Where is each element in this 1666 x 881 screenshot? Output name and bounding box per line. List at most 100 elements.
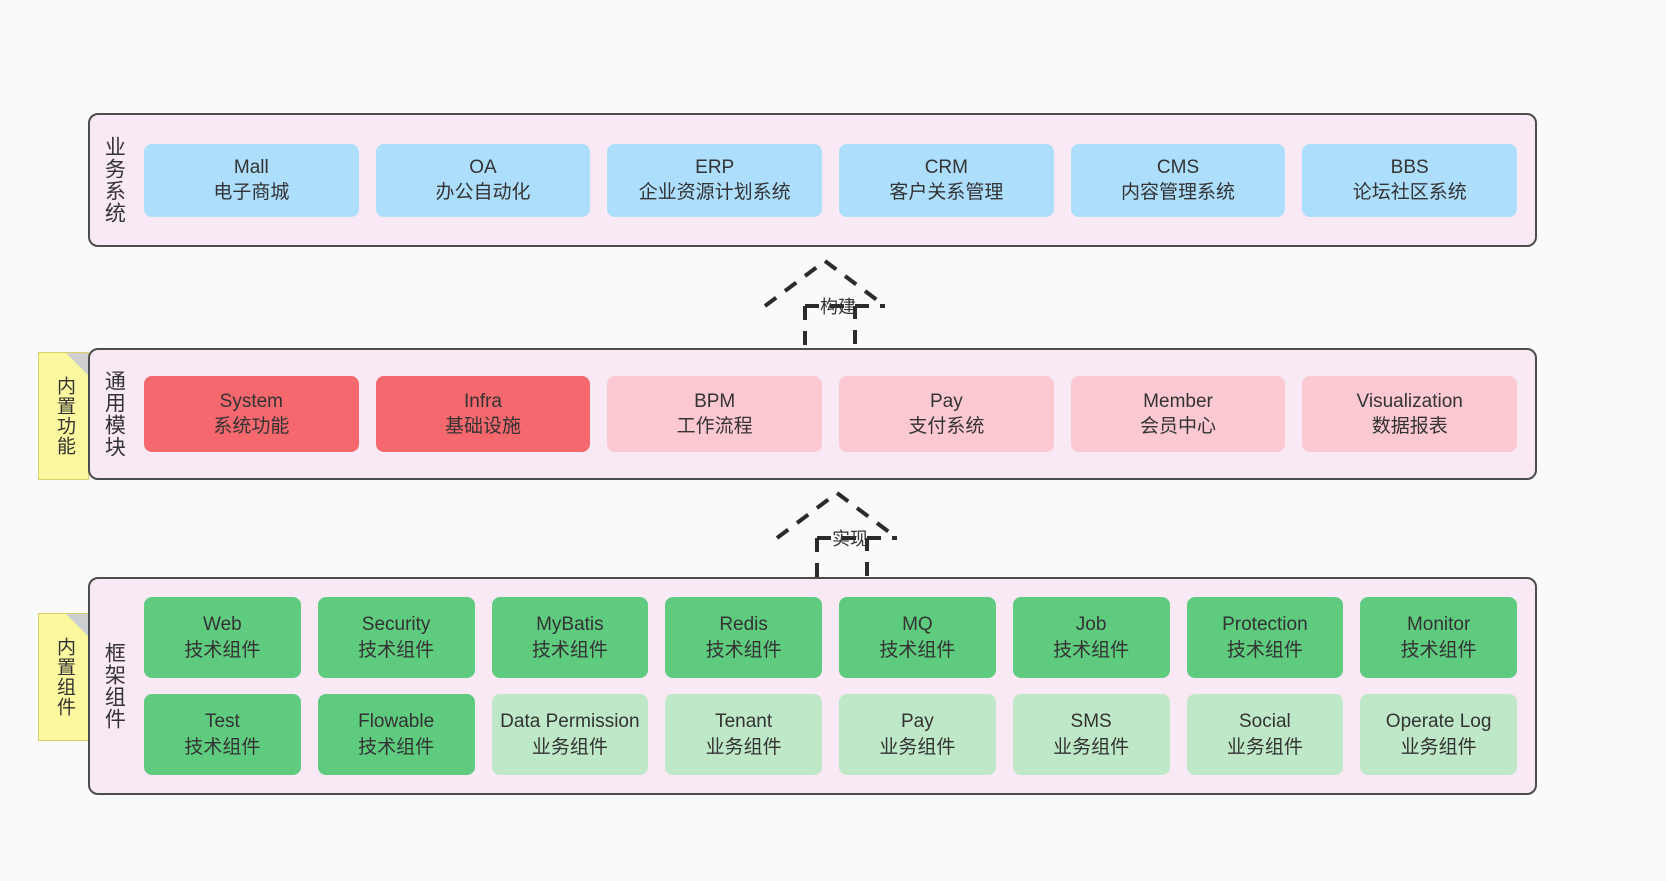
card-subtitle: 技术组件 <box>531 639 608 661</box>
card-protection[interactable]: Protection 技术组件 <box>1186 597 1344 678</box>
card-title: Web <box>203 614 242 636</box>
note-fold-corner-icon <box>66 353 88 375</box>
card-title: MyBatis <box>536 614 604 636</box>
card-subtitle: 业务组件 <box>1400 736 1477 758</box>
card-title: Pay <box>901 711 934 733</box>
card-bpm[interactable]: BPM 工作流程 <box>607 376 823 452</box>
card-title: Test <box>204 711 240 733</box>
card-pay[interactable]: Pay 支付系统 <box>839 376 1054 452</box>
card-row-technical: Web 技术组件 Security 技术组件 MyBatis 技术组件 Redi… <box>144 597 1517 678</box>
card-sms[interactable]: SMS 业务组件 <box>1012 694 1170 775</box>
card-cms[interactable]: CMS 内容管理系统 <box>1070 143 1286 217</box>
layer-business-systems: 业务系统 Mall 电子商城 OA 办公自动化 ERP 企业资源计划系统 CRM… <box>88 113 1537 247</box>
layer-common-modules: 通用模块 System 系统功能 Infra 基础设施 BPM 工作流程 Pay… <box>88 348 1537 480</box>
note-builtin-components: 内置组件 <box>38 613 89 741</box>
card-subtitle: 业务组件 <box>1053 736 1130 758</box>
card-operate-log[interactable]: Operate Log 业务组件 <box>1360 694 1517 775</box>
card-subtitle: 技术组件 <box>184 736 261 758</box>
layer-title-framework: 框架组件 <box>102 642 126 730</box>
card-title: Security <box>361 614 431 636</box>
card-title: Flowable <box>358 711 435 733</box>
card-data-permission[interactable]: Data Permission 业务组件 <box>491 694 649 775</box>
card-title: BPM <box>694 390 736 412</box>
card-title: CMS <box>1156 156 1200 178</box>
generalization-arrow-icon <box>763 258 887 352</box>
card-row: Mall 电子商城 OA 办公自动化 ERP 企业资源计划系统 CRM 客户关系… <box>144 143 1518 217</box>
card-subtitle: 技术组件 <box>1400 639 1477 661</box>
card-crm[interactable]: CRM 客户关系管理 <box>839 143 1054 217</box>
card-social[interactable]: Social 业务组件 <box>1186 694 1344 775</box>
card-subtitle: 论坛社区系统 <box>1352 182 1467 203</box>
card-title: Pay <box>929 390 963 412</box>
card-title: Operate Log <box>1385 711 1492 733</box>
card-subtitle: 业务组件 <box>705 736 782 758</box>
card-visualization[interactable]: Visualization 数据报表 <box>1302 376 1518 452</box>
card-title: Redis <box>719 614 768 636</box>
card-title: Mall <box>233 156 269 178</box>
card-title: Visualization <box>1356 390 1463 412</box>
card-infra[interactable]: Infra 基础设施 <box>375 376 591 452</box>
layer-title-common: 通用模块 <box>102 370 126 458</box>
card-mall[interactable]: Mall 电子商城 <box>144 143 359 217</box>
layer-title-business: 业务系统 <box>102 136 126 224</box>
card-erp[interactable]: ERP 企业资源计划系统 <box>607 143 823 217</box>
card-security[interactable]: Security 技术组件 <box>317 597 475 678</box>
layer-framework-components: 框架组件 Web 技术组件 Security 技术组件 MyBatis 技术组件… <box>88 577 1537 795</box>
card-title: CRM <box>924 156 968 178</box>
card-subtitle: 基础设施 <box>445 416 522 437</box>
card-subtitle: 业务组件 <box>1226 736 1303 758</box>
layer-body-business: Mall 电子商城 OA 办公自动化 ERP 企业资源计划系统 CRM 客户关系… <box>136 115 1535 245</box>
card-bbs[interactable]: BBS 论坛社区系统 <box>1302 143 1518 217</box>
card-mq[interactable]: MQ 技术组件 <box>839 597 996 678</box>
card-subtitle: 支付系统 <box>908 416 985 437</box>
layer-body-common: System 系统功能 Infra 基础设施 BPM 工作流程 Pay 支付系统… <box>136 350 1535 478</box>
card-pay-component[interactable]: Pay 业务组件 <box>839 694 996 775</box>
card-title: Social <box>1239 711 1291 733</box>
card-title: Protection <box>1222 614 1308 636</box>
card-subtitle: 内容管理系统 <box>1121 182 1236 203</box>
card-title: System <box>219 390 284 412</box>
card-job[interactable]: Job 技术组件 <box>1012 597 1170 678</box>
card-title: OA <box>469 156 497 178</box>
card-row-business: Test 技术组件 Flowable 技术组件 Data Permission … <box>144 694 1517 775</box>
card-mybatis[interactable]: MyBatis 技术组件 <box>491 597 649 678</box>
card-title: ERP <box>695 156 735 178</box>
note-builtin-features: 内置功能 <box>38 352 89 480</box>
card-redis[interactable]: Redis 技术组件 <box>665 597 822 678</box>
card-title: BBS <box>1390 156 1429 178</box>
card-web[interactable]: Web 技术组件 <box>144 597 301 678</box>
note-label: 内置功能 <box>53 376 75 456</box>
card-subtitle: 业务组件 <box>879 736 956 758</box>
card-title: Member <box>1143 390 1213 412</box>
note-fold-corner-icon <box>66 614 88 636</box>
card-title: Infra <box>463 390 503 412</box>
note-label: 内置组件 <box>53 637 75 717</box>
connector-implement: 实现 <box>772 490 932 590</box>
connector-label-build: 构建 <box>820 297 856 317</box>
card-member[interactable]: Member 会员中心 <box>1070 376 1286 452</box>
card-row: System 系统功能 Infra 基础设施 BPM 工作流程 Pay 支付系统… <box>144 376 1518 452</box>
card-subtitle: 技术组件 <box>184 639 261 661</box>
connector-label-implement: 实现 <box>832 529 868 549</box>
card-oa[interactable]: OA 办公自动化 <box>375 143 591 217</box>
card-system[interactable]: System 系统功能 <box>144 376 359 452</box>
card-subtitle: 工作流程 <box>676 416 753 437</box>
card-subtitle: 技术组件 <box>1053 639 1130 661</box>
card-title: MQ <box>902 614 933 636</box>
connector-build: 构建 <box>760 258 920 358</box>
card-subtitle: 数据报表 <box>1371 416 1448 437</box>
card-subtitle: 技术组件 <box>358 736 435 758</box>
card-subtitle: 电子商城 <box>213 182 290 203</box>
card-subtitle: 系统功能 <box>213 416 290 437</box>
card-title: SMS <box>1070 711 1112 733</box>
card-subtitle: 技术组件 <box>879 639 956 661</box>
card-tenant[interactable]: Tenant 业务组件 <box>665 694 822 775</box>
card-subtitle: 技术组件 <box>1226 639 1303 661</box>
card-title: Monitor <box>1406 614 1471 636</box>
card-test[interactable]: Test 技术组件 <box>144 694 301 775</box>
card-monitor[interactable]: Monitor 技术组件 <box>1360 597 1517 678</box>
card-subtitle: 业务组件 <box>531 736 608 758</box>
card-title: Tenant <box>715 711 773 733</box>
card-flowable[interactable]: Flowable 技术组件 <box>317 694 475 775</box>
card-subtitle: 办公自动化 <box>435 182 531 203</box>
